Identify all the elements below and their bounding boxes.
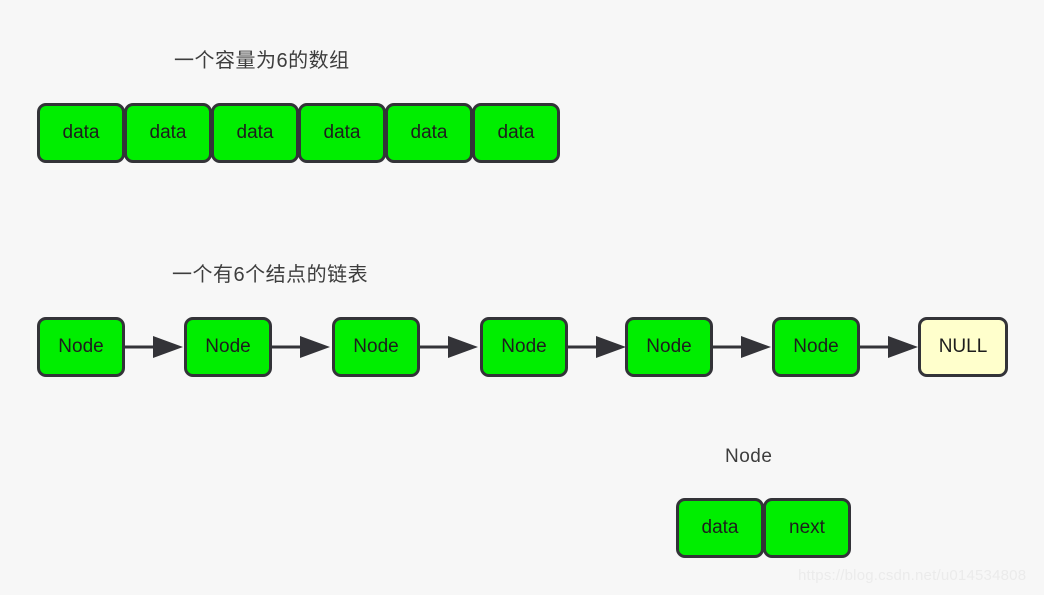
array-cell: data <box>385 103 473 163</box>
array-cell: data <box>37 103 125 163</box>
list-node: Node <box>332 317 420 377</box>
list-node: Node <box>480 317 568 377</box>
arrow-right-icon <box>272 317 332 377</box>
array-cell: data <box>124 103 212 163</box>
array-caption: 一个容量为6的数组 <box>174 50 350 72</box>
arrow-right-icon <box>125 317 185 377</box>
array-cell: data <box>298 103 386 163</box>
list-node: Node <box>625 317 713 377</box>
array-cell: data <box>211 103 299 163</box>
array-cell: data <box>472 103 560 163</box>
node-field-next: next <box>763 498 851 558</box>
null-terminator: NULL <box>918 317 1008 377</box>
node-detail-caption: Node <box>725 446 773 467</box>
arrow-right-icon <box>568 317 628 377</box>
linked-list-caption: 一个有6个结点的链表 <box>172 264 369 286</box>
list-node: Node <box>772 317 860 377</box>
list-node: Node <box>37 317 125 377</box>
arrow-right-icon <box>860 317 920 377</box>
arrow-right-icon <box>713 317 773 377</box>
watermark: https://blog.csdn.net/u014534808 <box>798 567 1027 584</box>
list-node: Node <box>184 317 272 377</box>
node-field-data: data <box>676 498 764 558</box>
arrow-right-icon <box>420 317 480 377</box>
